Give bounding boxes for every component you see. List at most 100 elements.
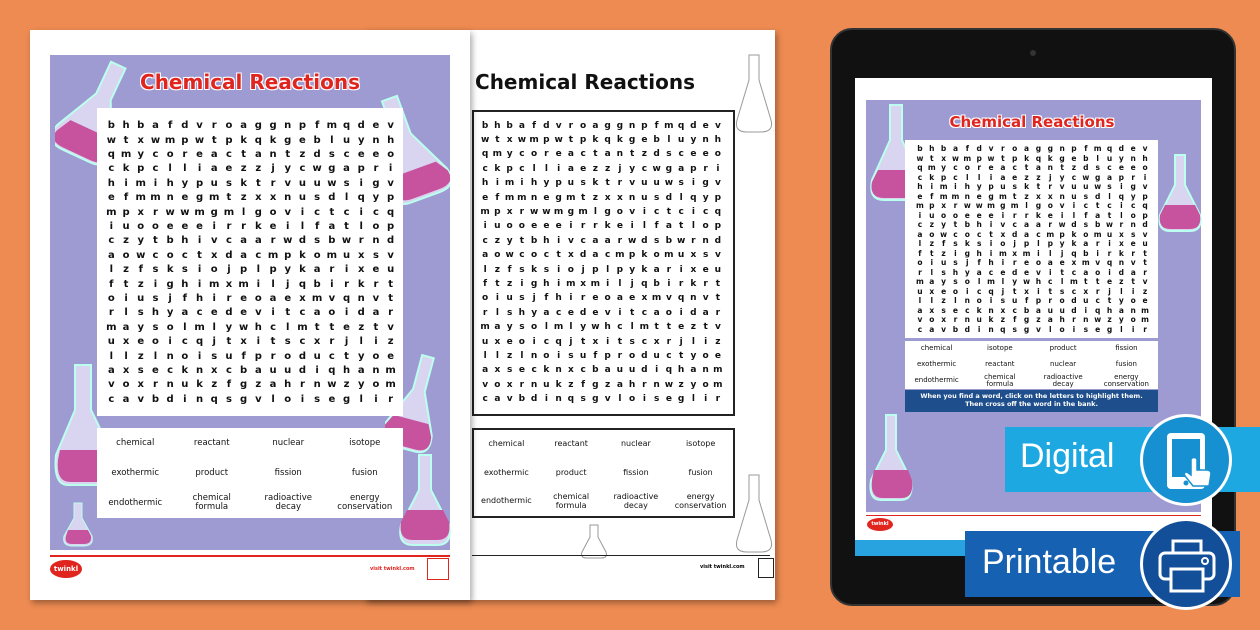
grid-letter[interactable]: o (531, 149, 538, 160)
grid-letter[interactable]: w (916, 153, 924, 163)
grid-letter[interactable]: t (495, 279, 500, 290)
grid-letter[interactable]: i (618, 307, 622, 318)
grid-letter[interactable]: r (182, 148, 188, 160)
grid-letter[interactable]: y (506, 235, 513, 246)
grid-letter[interactable]: x (1000, 229, 1006, 239)
grid-letter[interactable]: m (1022, 248, 1031, 258)
grid-letter[interactable]: s (653, 235, 660, 246)
grid-letter[interactable]: q (604, 135, 611, 146)
grid-letter[interactable]: c (152, 148, 159, 160)
grid-letter[interactable]: u (313, 177, 321, 189)
grid-letter[interactable]: f (495, 192, 500, 203)
grid-letter[interactable]: h (181, 235, 189, 247)
grid-letter[interactable]: g (166, 278, 174, 290)
grid-letter[interactable]: x (641, 293, 648, 304)
grid-letter[interactable]: m (135, 177, 146, 189)
grid-letter[interactable]: c (976, 229, 982, 239)
grid-letter[interactable]: t (285, 307, 291, 319)
grid-letter[interactable]: l (359, 336, 363, 348)
grid-letter[interactable]: c (917, 324, 923, 334)
grid-letter[interactable]: y (284, 264, 291, 276)
grid-letter[interactable]: v (702, 293, 709, 304)
grid-letter[interactable]: t (1095, 277, 1100, 286)
grid-letter[interactable]: j (1001, 286, 1005, 296)
grid-letter[interactable]: i (989, 239, 993, 248)
grid-letter[interactable]: a (494, 322, 501, 333)
grid-letter[interactable]: s (976, 239, 982, 248)
grid-letter[interactable]: o (702, 351, 709, 362)
grid-letter[interactable]: e (343, 321, 350, 333)
grid-letter[interactable]: c (953, 229, 958, 239)
grid-letter[interactable]: g (1106, 324, 1113, 334)
grid-letter[interactable]: v (941, 324, 947, 334)
grid-letter[interactable]: a (343, 163, 350, 175)
grid-letter[interactable]: q (254, 134, 262, 146)
grid-letter[interactable]: n (166, 350, 174, 362)
grid-letter[interactable]: i (557, 163, 561, 174)
grid-letter[interactable]: p (592, 264, 599, 275)
grid-letter[interactable]: p (269, 264, 277, 276)
grid-letter[interactable]: m (106, 206, 117, 218)
grid-letter[interactable]: e (372, 120, 380, 132)
grid-letter[interactable]: l (593, 207, 597, 218)
grid-letter[interactable]: g (195, 192, 204, 204)
grid-letter[interactable]: h (481, 178, 489, 189)
grid-letter[interactable]: a (240, 120, 248, 132)
grid-letter[interactable]: w (664, 178, 674, 189)
grid-letter[interactable]: i (183, 393, 187, 405)
grid-letter[interactable]: f (226, 379, 232, 391)
grid-letter[interactable]: w (505, 250, 514, 261)
grid-letter[interactable]: s (152, 292, 159, 304)
grid-letter[interactable]: t (388, 292, 394, 304)
grid-letter[interactable]: m (164, 134, 176, 146)
grid-letter[interactable]: e (629, 293, 636, 304)
grid-letter[interactable]: p (1118, 172, 1125, 182)
grid-letter[interactable]: y (166, 307, 174, 319)
grid-letter[interactable]: i (557, 351, 561, 362)
grid-letter[interactable]: m (529, 135, 539, 146)
grid-letter[interactable]: d (1094, 191, 1101, 201)
grid-letter[interactable]: i (359, 177, 363, 189)
grid-letter[interactable]: r (152, 379, 158, 391)
grid-letter[interactable]: z (1000, 315, 1006, 324)
grid-letter[interactable]: y (357, 350, 365, 362)
grid-letter[interactable]: z (678, 379, 684, 390)
grid-letter[interactable]: c (152, 249, 159, 261)
grid-letter[interactable]: m (135, 192, 146, 204)
grid-letter[interactable]: c (519, 149, 525, 160)
grid-letter[interactable]: c (580, 149, 586, 160)
grid-letter[interactable]: c (108, 393, 115, 405)
grid-letter[interactable]: i (256, 278, 261, 290)
grid-letter[interactable]: e (152, 364, 159, 376)
grid-letter[interactable]: t (703, 322, 708, 333)
grid-letter[interactable]: n (195, 364, 204, 376)
grid-letter[interactable]: o (494, 379, 501, 390)
grid-letter[interactable]: i (989, 220, 993, 229)
grid-letter[interactable]: w (150, 134, 161, 146)
grid-letter[interactable]: t (226, 336, 232, 348)
grid-letter[interactable]: i (930, 258, 934, 267)
grid-letter[interactable]: u (225, 350, 233, 362)
grid-letter[interactable]: z (715, 336, 721, 347)
grid-letter[interactable]: l (300, 220, 305, 232)
grid-letter[interactable]: i (1037, 286, 1040, 296)
grid-letter[interactable]: m (987, 277, 995, 286)
grid-letter[interactable]: k (555, 379, 562, 390)
grid-letter[interactable]: w (341, 235, 352, 247)
grid-letter[interactable]: s (519, 264, 525, 275)
grid-letter[interactable]: p (579, 135, 587, 146)
grid-letter[interactable]: v (988, 144, 994, 153)
grid-letter[interactable]: u (929, 210, 935, 220)
grid-letter[interactable]: j (227, 264, 231, 276)
grid-letter[interactable]: l (544, 322, 548, 333)
grid-letter[interactable]: q (665, 365, 673, 376)
grid-letter[interactable]: o (166, 249, 174, 261)
grid-letter[interactable]: r (1107, 248, 1112, 258)
grid-letter[interactable]: r (617, 178, 623, 189)
grid-letter[interactable]: o (1012, 144, 1018, 153)
grid-letter[interactable]: o (629, 394, 636, 405)
grid-letter[interactable]: x (1118, 239, 1124, 248)
grid-letter[interactable]: q (357, 192, 365, 204)
grid-letter[interactable]: l (183, 321, 187, 333)
grid-letter[interactable]: q (677, 120, 685, 131)
